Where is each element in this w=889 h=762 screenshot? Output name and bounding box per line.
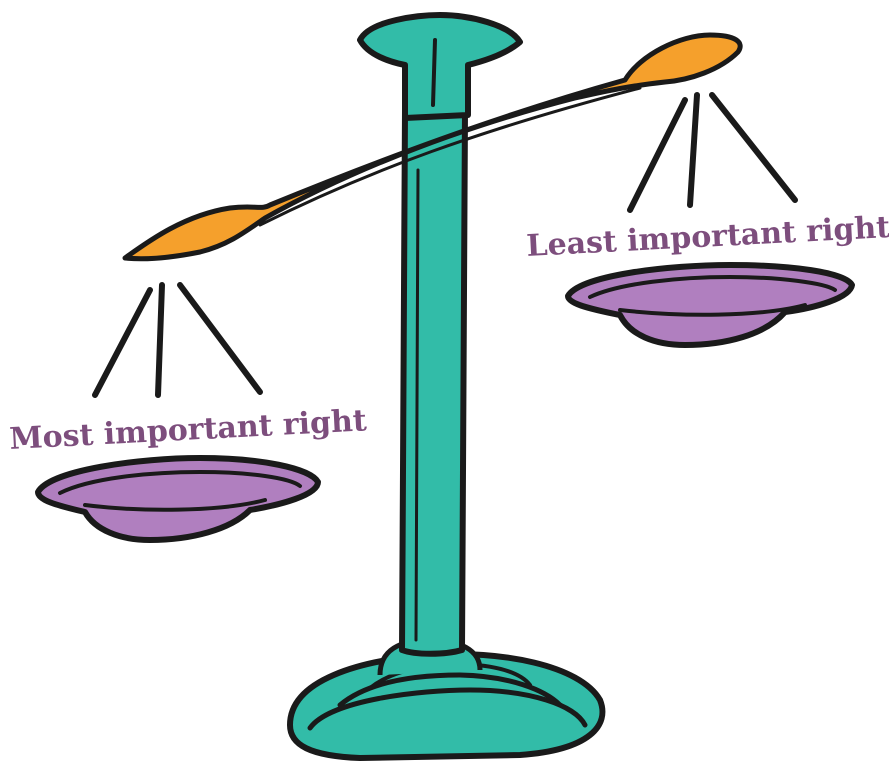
stand-top bbox=[357, 12, 523, 121]
right-pan bbox=[565, 262, 855, 348]
right-pan-strings bbox=[627, 92, 798, 213]
stand-base bbox=[287, 637, 606, 761]
left-pan bbox=[35, 455, 321, 543]
stand-pole bbox=[399, 107, 468, 657]
right-pan-label: Least important right bbox=[526, 210, 889, 264]
scale-beam bbox=[122, 32, 743, 262]
left-pan-strings bbox=[92, 282, 263, 398]
left-pan-label: Most important right bbox=[9, 403, 368, 457]
